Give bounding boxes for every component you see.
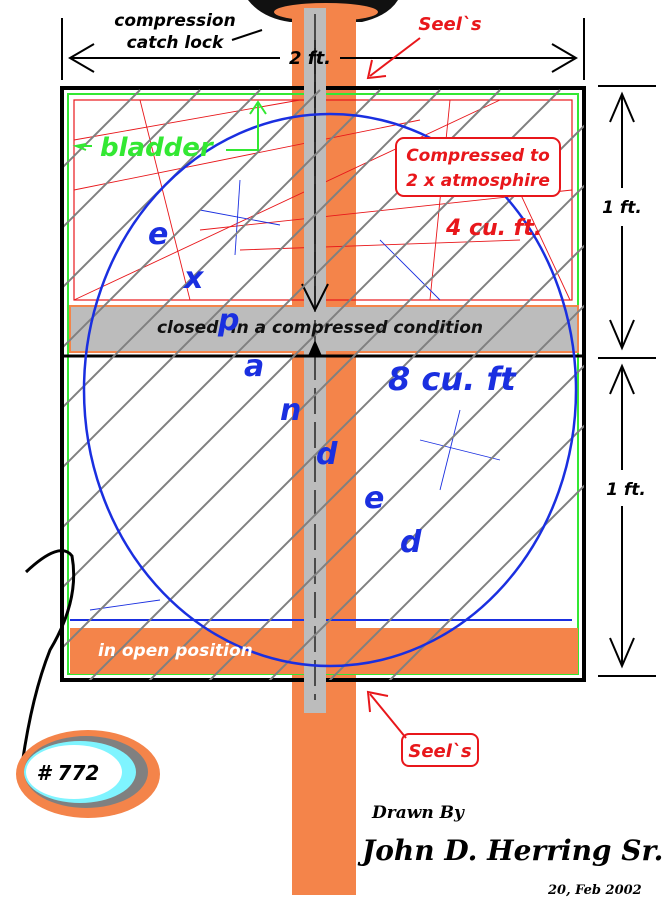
author-signature: John D. Herring Sr. [357, 834, 662, 867]
height-lower-arrow-up [609, 363, 635, 395]
expansion-circle [82, 112, 578, 668]
height-lower-arrow-down [609, 637, 635, 669]
catch-lock-label-2: catch lock [127, 33, 225, 53]
seals-bottom-arrow [366, 690, 389, 713]
compressed-note-line1: Compressed to [406, 146, 550, 166]
badge-inner [26, 745, 122, 799]
letter-e2: e [364, 481, 384, 516]
seals-top-pointer [369, 37, 421, 77]
drawn-by-label: Drawn By [371, 803, 465, 823]
bladder-up-arrow [249, 100, 267, 115]
seals-top-label: Seel`s [418, 14, 482, 35]
height-upper-label: 1 ft. [602, 198, 642, 218]
badge-number: # 772 [37, 761, 100, 785]
up-arrow-head [308, 340, 322, 356]
letter-p: p [217, 303, 239, 338]
drawing-date: 20, Feb 2002 [547, 883, 642, 898]
letter-e1: e [148, 217, 168, 252]
open-state-label: in open position [98, 641, 253, 661]
seals-bottom-label: Seel`s [408, 741, 472, 762]
letter-d1: d [316, 437, 338, 472]
letter-d2: d [400, 525, 422, 560]
letter-a: a [244, 349, 264, 384]
width-dim-left-arrow [68, 43, 95, 73]
height-lower-label: 1 ft. [606, 480, 646, 500]
seals-bottom-pointer [369, 693, 407, 739]
compressed-note-line2: 2 x atmosphire [406, 171, 550, 191]
bladder-up-stem [226, 104, 259, 151]
height-upper-arrow-up [609, 91, 635, 123]
letter-x: x [182, 261, 205, 296]
closed-state-label: closed, in a compressed condition [157, 318, 483, 338]
seals-top-arrow [366, 59, 387, 80]
width-dim-label: 2 ft. [289, 48, 331, 69]
upper-volume-label: 4 cu. ft. [445, 216, 542, 241]
catch-lock-pointer [231, 29, 263, 41]
seals-bottom-box [401, 733, 479, 767]
lower-volume-label: 8 cu. ft [388, 360, 517, 398]
down-arrow-head [301, 283, 329, 313]
width-dim-right-arrow [551, 43, 578, 73]
connector-wire [18, 549, 76, 781]
bladder-label: bladder [100, 133, 215, 163]
catch-lock-label-1: compression [114, 11, 235, 31]
compressed-note-box [395, 137, 561, 197]
height-upper-arrow-down [609, 319, 635, 351]
letter-n: n [280, 393, 301, 428]
